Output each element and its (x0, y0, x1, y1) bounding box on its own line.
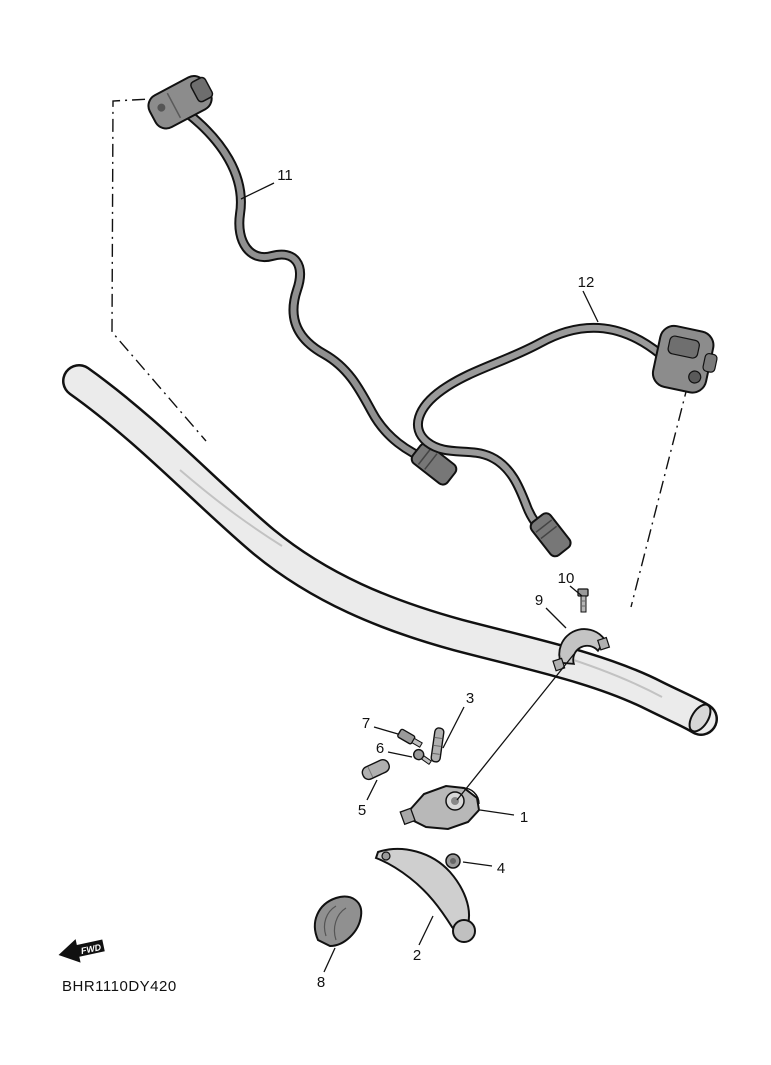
nut-4 (445, 853, 461, 869)
cable-connector-12 (529, 512, 572, 558)
callout-label-5: 5 (358, 802, 366, 819)
spacer-5 (361, 759, 390, 781)
position-indicator-lines (111, 97, 689, 608)
bolt-7 (397, 728, 423, 748)
bolt-10 (577, 588, 589, 613)
leader-line (479, 809, 515, 816)
callout-label-10: 10 (558, 570, 575, 587)
leader-line (462, 861, 493, 867)
clutch-lever-2 (374, 848, 476, 943)
switch-cable-12 (413, 322, 718, 558)
switch-cable-11 (147, 75, 458, 486)
leader-lines (240, 182, 599, 973)
leader-line (582, 290, 599, 323)
indicator-line-right (630, 383, 689, 608)
callout-label-4: 4 (497, 860, 505, 877)
handlebar-switch-12 (651, 324, 718, 394)
leader-line (366, 779, 378, 801)
pin-3 (430, 727, 445, 763)
lever-holder-1 (399, 784, 481, 831)
leader-line (323, 947, 336, 973)
handlebar-clamp-9 (552, 628, 611, 672)
callout-labels: 1 2 3 4 5 6 7 8 9 10 11 12 (277, 167, 594, 991)
callout-label-11: 11 (277, 167, 293, 184)
lever-ball-end (452, 919, 476, 943)
leader-line (373, 726, 399, 735)
callout-label-3: 3 (466, 690, 474, 707)
callout-label-7: 7 (362, 715, 370, 732)
lever-cover-8 (313, 895, 363, 948)
handlebar-end-cap (688, 703, 712, 733)
leader-line (240, 182, 275, 200)
leader-line (569, 585, 583, 597)
callout-label-6: 6 (376, 740, 384, 757)
leader-line (442, 706, 465, 749)
handlebar-switch-11 (147, 75, 214, 130)
callout-label-1: 1 (520, 809, 528, 826)
leader-line (418, 915, 434, 946)
leader-line (387, 751, 413, 758)
callout-label-9: 9 (535, 592, 543, 609)
fwd-arrow: FWD (58, 939, 105, 963)
callout-label-12: 12 (578, 274, 595, 291)
diagram-code: BHR1110DY420 (62, 978, 177, 995)
screw-6 (412, 748, 433, 766)
cable-connector-11 (410, 442, 458, 486)
leader-line (456, 653, 575, 801)
handlebar (62, 364, 718, 736)
callout-label-2: 2 (413, 947, 421, 964)
callout-label-8: 8 (317, 974, 325, 991)
fwd-label: FWD (80, 942, 103, 956)
indicator-line-left (111, 97, 207, 442)
leader-line (545, 607, 567, 629)
